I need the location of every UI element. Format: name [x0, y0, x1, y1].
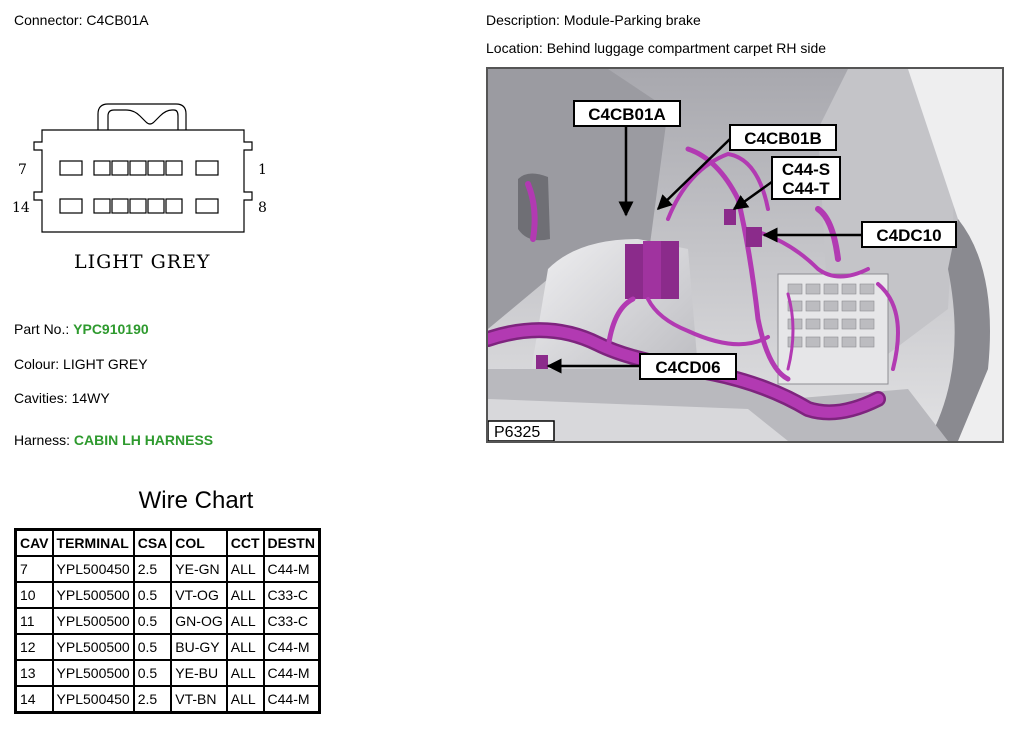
connector-colour-caption: LIGHT GREY	[74, 251, 210, 273]
cavities-line: Cavities: 14WY	[14, 390, 110, 406]
cell-cct: ALL	[225, 555, 265, 583]
cell-cav: 10	[14, 581, 54, 609]
table-row: 11 YPL500500 0.5 GN-OG ALL C33-C	[14, 607, 321, 635]
cell-csa: 0.5	[132, 581, 173, 609]
trim-edge	[928, 219, 990, 441]
location-label: Location:	[486, 40, 543, 56]
col-header-csa: CSA	[132, 528, 173, 557]
cell-cct: ALL	[225, 607, 265, 635]
outer-body	[908, 69, 1002, 441]
callout-c4cb01b: C4CB01B	[744, 129, 821, 148]
cell-cct: ALL	[225, 581, 265, 609]
cell-col: VT-BN	[170, 685, 228, 714]
col-header-terminal: TERMINAL	[51, 528, 135, 557]
colour-line: Colour: LIGHT GREY	[14, 356, 148, 372]
cell-terminal: YPL500450	[51, 685, 135, 714]
callout-c4cb01a: C4CB01A	[588, 105, 665, 124]
cell-destn: C44-M	[262, 685, 321, 714]
cavities-value: 14WY	[71, 390, 110, 406]
callout-c44-s: C44-S	[782, 160, 830, 179]
cell-destn: C33-C	[262, 581, 321, 609]
colour-label: Colour:	[14, 356, 60, 372]
c4dc10-connector	[746, 227, 762, 247]
description-label: Description:	[486, 12, 560, 28]
cell-cav: 7	[14, 555, 54, 583]
table-row: 12 YPL500500 0.5 BU-GY ALL C44-M	[14, 633, 321, 661]
connector-line: Connector: C4CB01A	[14, 12, 149, 28]
location-illustration-art: C4CB01A C4CB01B C44-S C44-T C4DC10 C4CD0…	[488, 69, 1002, 441]
callout-c4cd06: C4CD06	[655, 358, 720, 377]
part-number-link[interactable]: YPC910190	[73, 321, 149, 337]
latch-inner	[107, 109, 179, 130]
harness-label: Harness:	[14, 432, 71, 448]
illustration-ref: P6325	[494, 424, 540, 441]
table-row: 14 YPL500450 2.5 VT-BN ALL C44-M	[14, 685, 321, 714]
col-header-cav: CAV	[14, 528, 54, 557]
location-line: Location: Behind luggage compartment car…	[486, 40, 826, 56]
floor-lip	[488, 399, 788, 441]
connector-label: Connector:	[14, 12, 83, 28]
col-header-destn: DESTN	[262, 528, 321, 557]
col-header-col: COL	[170, 528, 228, 557]
wire-chart-header-row: CAV TERMINAL CSA COL CCT DESTN	[14, 528, 321, 557]
connector-id: C4CB01A	[86, 12, 149, 28]
pin-label-7: 7	[18, 162, 27, 178]
col-header-cct: CCT	[225, 528, 265, 557]
cell-terminal: YPL500500	[51, 607, 135, 635]
connector-body	[33, 129, 253, 233]
cell-destn: C44-M	[262, 659, 321, 687]
description-value: Module-Parking brake	[563, 12, 701, 28]
cell-col: VT-OG	[170, 581, 228, 609]
location-illustration: C4CB01A C4CB01B C44-S C44-T C4DC10 C4CD0…	[486, 67, 1004, 443]
pin-label-1: 1	[258, 162, 267, 178]
c44-connector	[724, 209, 736, 225]
cell-cct: ALL	[225, 659, 265, 687]
cell-cct: ALL	[225, 633, 265, 661]
cell-col: GN-OG	[170, 607, 228, 635]
wire-chart-title: Wire Chart	[138, 487, 254, 514]
part-number-label: Part No.:	[14, 321, 70, 337]
cell-cav: 12	[14, 633, 54, 661]
cell-col: YE-GN	[170, 555, 228, 583]
cell-terminal: YPL500500	[51, 581, 135, 609]
c4cd06-connector	[536, 355, 548, 369]
cell-col: BU-GY	[170, 633, 228, 661]
description-line: Description: Module-Parking brake	[486, 12, 701, 28]
callout-c44-t: C44-T	[782, 179, 830, 198]
cell-destn: C44-M	[262, 633, 321, 661]
cell-csa: 0.5	[132, 633, 173, 661]
table-row: 7 YPL500450 2.5 YE-GN ALL C44-M	[14, 555, 321, 583]
ref-box	[488, 420, 555, 441]
callout-c4dc10: C4DC10	[876, 226, 941, 245]
pin-label-8: 8	[258, 200, 267, 216]
pin-label-14: 14	[12, 200, 30, 216]
part-number-line: Part No.: YPC910190	[14, 321, 149, 337]
cell-terminal: YPL500450	[51, 555, 135, 583]
table-row: 13 YPL500500 0.5 YE-BU ALL C44-M	[14, 659, 321, 687]
cell-cct: ALL	[225, 685, 265, 714]
harness-link[interactable]: CABIN LH HARNESS	[73, 432, 214, 448]
cell-csa: 0.5	[132, 659, 173, 687]
cell-csa: 2.5	[132, 685, 173, 714]
cell-cav: 14	[14, 685, 54, 714]
cavities-label: Cavities:	[14, 390, 68, 406]
latch-outer	[97, 103, 187, 130]
cell-cav: 11	[14, 607, 54, 635]
harness-line: Harness: CABIN LH HARNESS	[14, 432, 213, 448]
cell-csa: 2.5	[132, 555, 173, 583]
cell-destn: C33-C	[262, 607, 321, 635]
cell-csa: 0.5	[132, 607, 173, 635]
connector-face-diagram: 7 1 14 8 LIGHT GREY	[12, 103, 267, 273]
table-row: 10 YPL500500 0.5 VT-OG ALL C33-C	[14, 581, 321, 609]
location-value: Behind luggage compartment carpet RH sid…	[546, 40, 827, 56]
wire-chart-table: CAV TERMINAL CSA COL CCT DESTN 7 YPL5004…	[14, 528, 321, 714]
cell-cav: 13	[14, 659, 54, 687]
cell-destn: C44-M	[262, 555, 321, 583]
colour-value: LIGHT GREY	[63, 356, 148, 372]
cell-terminal: YPL500500	[51, 633, 135, 661]
cell-terminal: YPL500500	[51, 659, 135, 687]
parking-brake-module	[625, 241, 679, 299]
cell-col: YE-BU	[170, 659, 228, 687]
